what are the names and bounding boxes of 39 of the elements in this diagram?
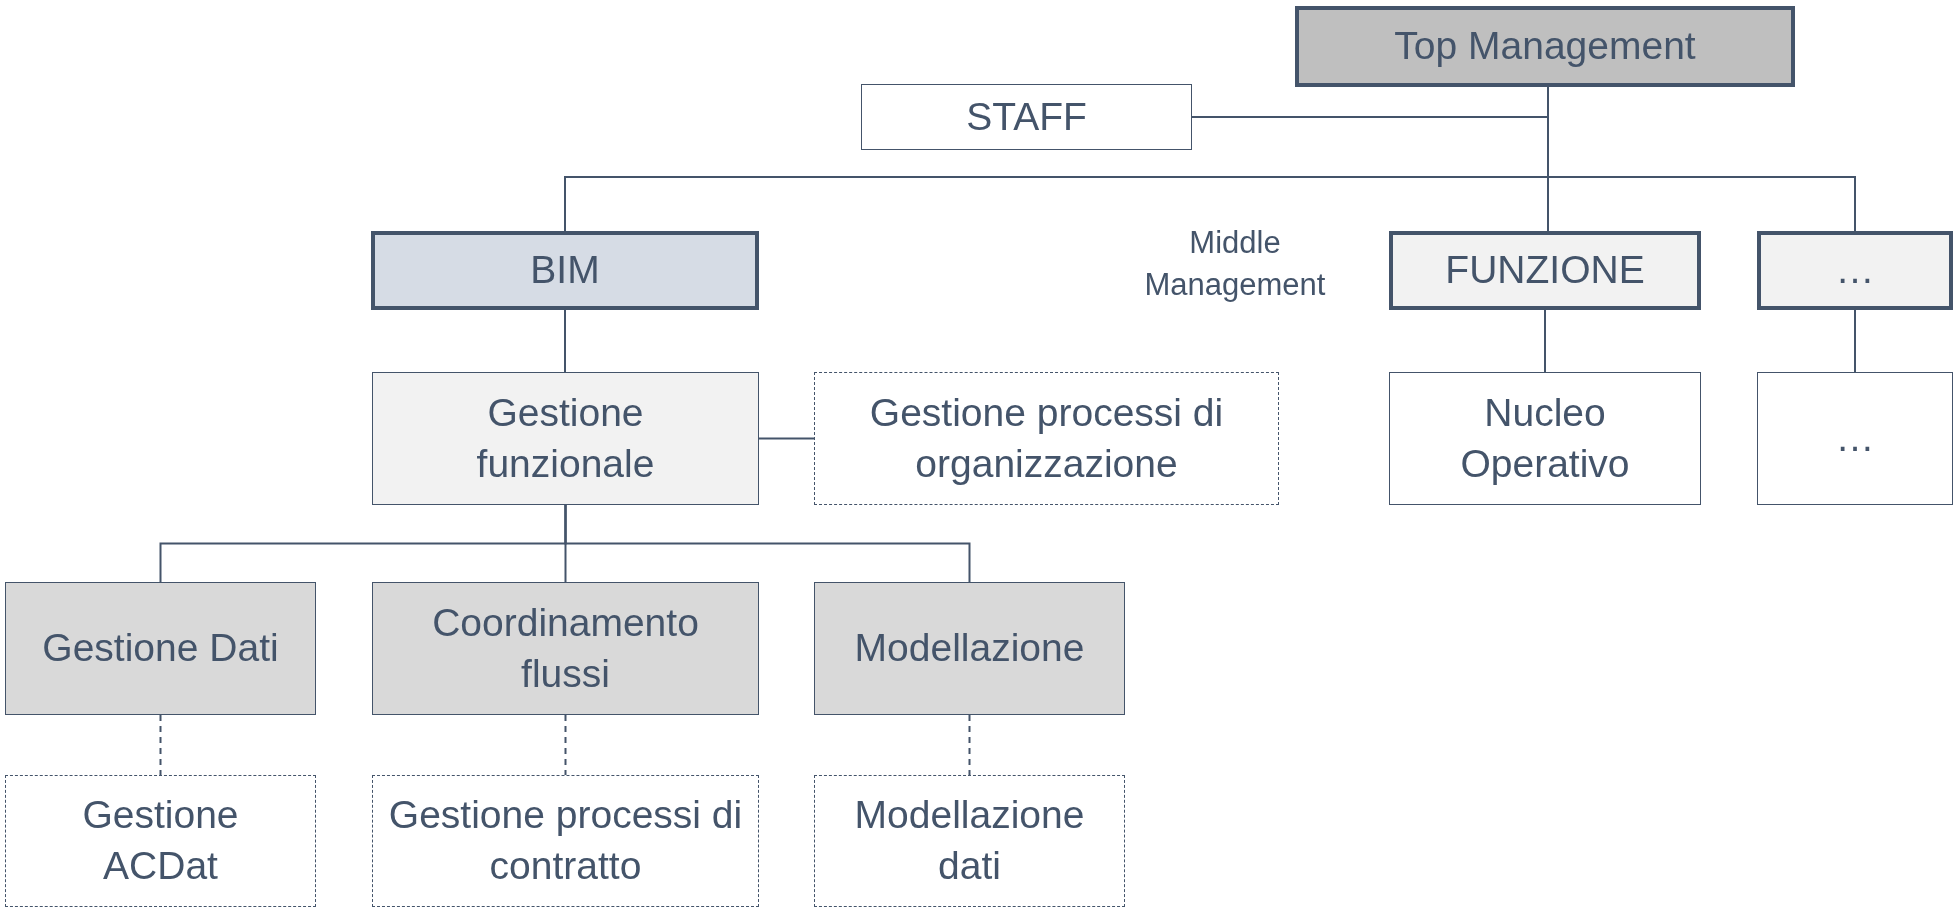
box-label: Gestione funzionale (475, 389, 656, 487)
process-box (5, 775, 316, 907)
connector-line (1854, 309, 1856, 373)
box-label: Nucleo Operativo (1459, 389, 1631, 487)
dashed-connector (968, 714, 971, 776)
dashed-connector (159, 714, 162, 776)
box-label: Gestione processi di contratto (387, 792, 744, 889)
unit-box (5, 582, 316, 715)
box-label: Gestione ACDat (81, 792, 240, 889)
level-label: Middle Management (1143, 224, 1327, 304)
process-box (372, 775, 759, 907)
department-box (1389, 231, 1701, 310)
box-label: Gestione Dati (41, 625, 280, 672)
box-label: Modellazione (853, 625, 1086, 672)
box-label: Modellazione dati (853, 792, 1086, 889)
box-label: Coordinamento flussi (431, 599, 700, 697)
box-label: … (1834, 247, 1876, 294)
department-box (371, 231, 759, 310)
connector-line (564, 504, 971, 583)
connector-line (1544, 309, 1546, 373)
unit-box (861, 84, 1192, 150)
box-label: … (1834, 415, 1876, 462)
unit-box (372, 582, 759, 715)
unit-box (1757, 372, 1953, 505)
box-label: BIM (529, 247, 601, 294)
box-label: STAFF (965, 93, 1088, 140)
process-box (814, 775, 1125, 907)
connector-line (758, 437, 815, 440)
box-label: Gestione processi di organizzazione (868, 389, 1225, 487)
department-box (1757, 231, 1953, 310)
unit-box (814, 582, 1125, 715)
process-box (814, 372, 1279, 505)
unit-box (372, 372, 759, 505)
dashed-connector (564, 714, 567, 776)
management-box (1295, 6, 1795, 87)
unit-box (1389, 372, 1701, 505)
connector-line (564, 309, 566, 373)
box-label: Top Management (1393, 23, 1697, 70)
box-label: FUNZIONE (1444, 247, 1646, 294)
